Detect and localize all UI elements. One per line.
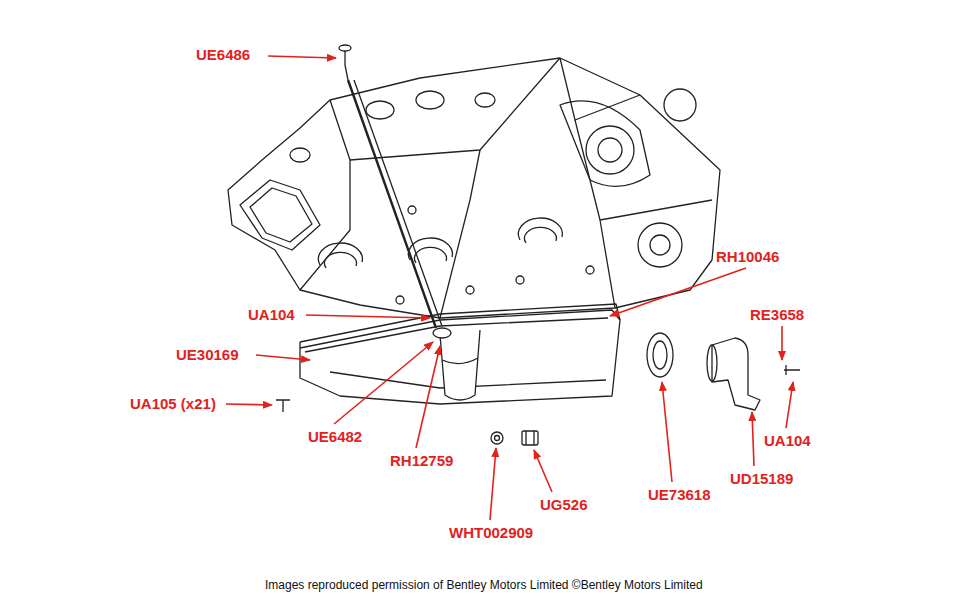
part-number: WHT002909	[449, 524, 533, 542]
leader-arrow	[534, 450, 552, 492]
part-number: RH12759	[390, 452, 453, 470]
part-number: RH10046	[716, 248, 779, 266]
leader-arrow	[416, 346, 440, 448]
leader-arrow	[662, 382, 672, 482]
leader-arrow	[786, 382, 793, 428]
leader-arrow	[334, 342, 433, 424]
leader-arrow	[752, 412, 754, 466]
part-number: UA105 (x21)	[130, 395, 216, 413]
part-number: UE73618	[648, 486, 711, 504]
leader-arrow	[256, 355, 310, 360]
leader-arrow	[226, 404, 272, 405]
part-number: UG526	[540, 496, 588, 514]
part-number: UE6486	[196, 46, 250, 64]
leader-arrow	[306, 315, 430, 318]
part-number: UD15189	[730, 470, 793, 488]
part-number: UE30169	[176, 346, 239, 364]
copyright-caption: Images reproduced permission of Bentley …	[265, 578, 703, 592]
part-number: UE6482	[308, 428, 362, 446]
part-number: UA104	[248, 306, 295, 324]
leader-arrow	[610, 268, 746, 316]
leader-arrow	[781, 326, 783, 360]
part-number: UA104	[764, 432, 811, 450]
part-number: RE3658	[750, 306, 804, 324]
leader-arrow	[490, 448, 496, 520]
leader-arrow	[268, 56, 336, 58]
